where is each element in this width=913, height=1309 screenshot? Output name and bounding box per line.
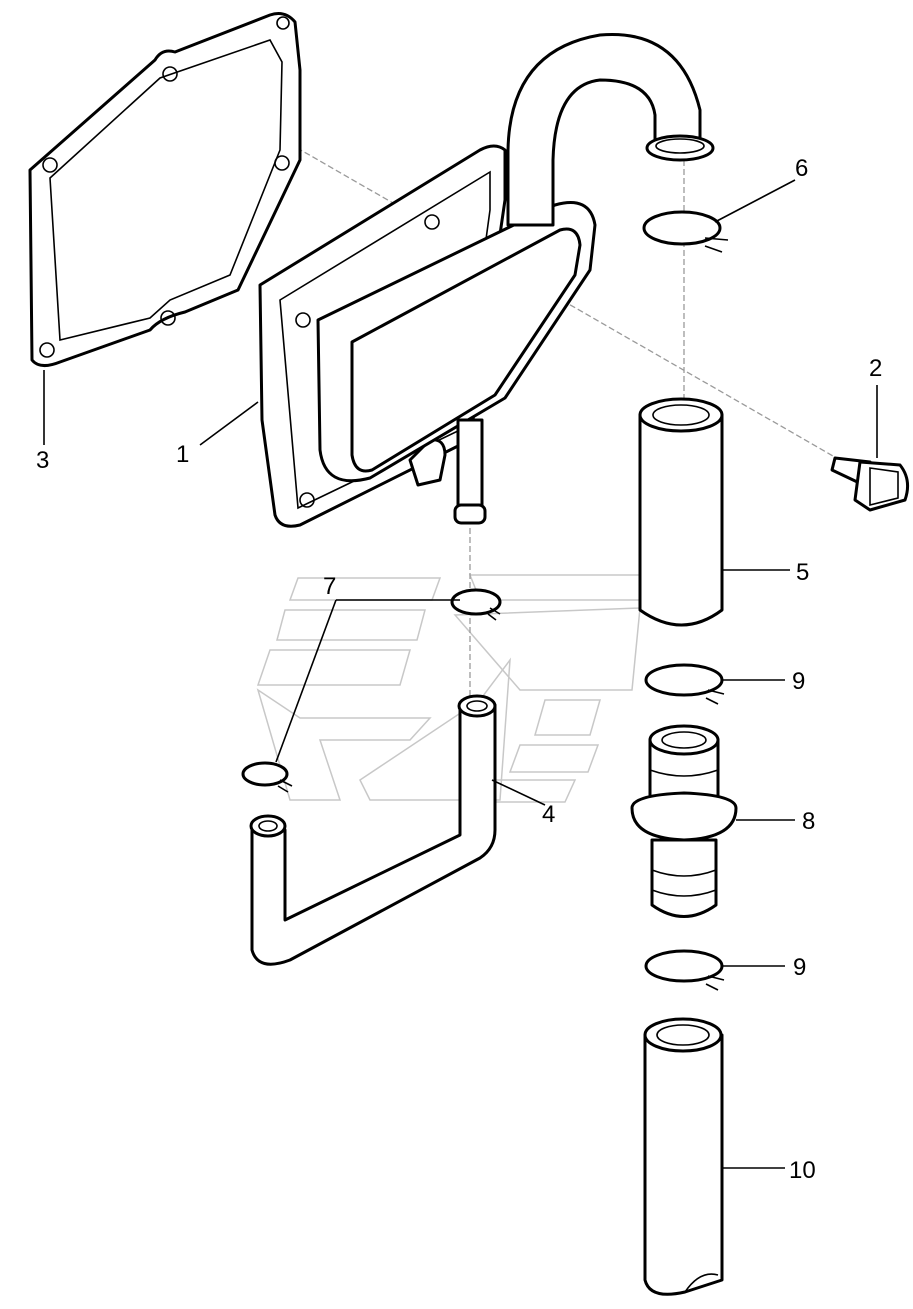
hose-part-10 (643, 1017, 724, 1296)
callout-2: 2 (869, 355, 882, 382)
callout-4: 4 (542, 801, 555, 828)
clamp-part-6 (642, 210, 729, 253)
callout-9-lower: 9 (793, 954, 806, 981)
connector-part-8 (630, 724, 738, 918)
callout-6: 6 (795, 155, 808, 182)
clamp-part-7 (241, 588, 502, 793)
bolt-part (830, 456, 910, 512)
callout-5: 5 (796, 559, 809, 586)
callout-10: 10 (789, 1157, 816, 1184)
callout-7: 7 (323, 573, 336, 600)
clamp-part-9-lower (644, 949, 725, 991)
breather-box-part (258, 32, 715, 528)
callout-3: 3 (36, 447, 49, 474)
hose-part-4 (249, 694, 497, 966)
gasket-part (28, 12, 302, 367)
clamp-part-9-upper (644, 663, 725, 705)
callout-1: 1 (176, 441, 189, 468)
callout-8: 8 (802, 808, 815, 835)
leader-lines (43, 179, 878, 1169)
callout-9-upper: 9 (792, 668, 805, 695)
hose-part-5 (638, 397, 724, 627)
